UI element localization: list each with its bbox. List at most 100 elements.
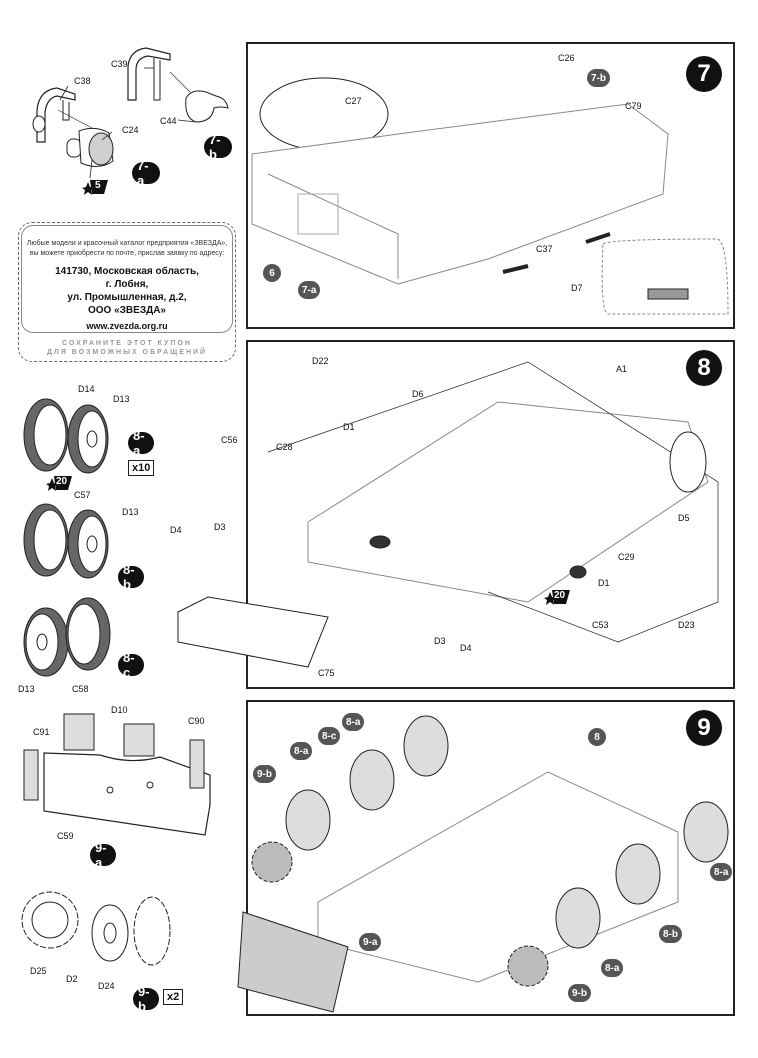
coupon-address-line-1: 141730, Московская область,: [55, 266, 199, 277]
quantity-8a: x10: [128, 460, 155, 476]
label-d13-8b: D13: [122, 507, 139, 517]
substep-badge-8a: 8-a: [128, 428, 154, 458]
label-c57: C57: [74, 490, 91, 500]
label-c27: C27: [345, 96, 362, 106]
coupon-intro-line-1: Любые модели и красочный каталог предпри…: [26, 240, 228, 247]
part-c44-drawing: [185, 90, 229, 123]
coupon-website[interactable]: www.zvezda.org.ru: [86, 321, 168, 331]
label-c37: C37: [536, 244, 553, 254]
paint-star-icon: [46, 476, 72, 491]
ref-badge-7b: 7-b: [587, 69, 610, 87]
step-8-panel: 8 D22 D6 A1 C28 D1 C56 D4 D3 D5 C29 D1 D…: [170, 340, 735, 689]
label-d23: D23: [678, 620, 695, 630]
label-c53: C53: [592, 620, 609, 630]
quantity-9b: x2: [163, 989, 184, 1005]
coupon-address-line-3: ул. Промышленная, д.2,: [67, 292, 187, 303]
paint-star-icon: [544, 590, 570, 605]
label-d14: D14: [78, 384, 95, 394]
label-c39: C39: [111, 59, 128, 69]
substep-badge-8b: 8-b: [118, 562, 144, 592]
ref-badge-6: 6: [263, 264, 281, 282]
label-c56: C56: [221, 435, 238, 445]
label-d3-left: D3: [214, 522, 226, 532]
label-c29: C29: [618, 552, 635, 562]
label-d13-8a: D13: [113, 394, 130, 404]
step-number-8: 8: [686, 350, 722, 386]
label-d4-left: D4: [170, 525, 182, 535]
coupon-address-box: Любые модели и красочный каталог предпри…: [21, 225, 233, 333]
ref-badge-8a-1: 8-a: [342, 713, 365, 731]
paint-star-icon: [82, 180, 108, 195]
coupon-address-line-4: ООО «ЗВЕЗДА»: [87, 305, 166, 316]
step-9-panel: 9 8-a 8-c 8-a 9-b 8 9-a 8-a 8-b 8-a 9-b: [237, 700, 735, 1016]
substep-badge-8c: 8-c: [118, 650, 144, 680]
leader-lines-7a: [57, 67, 197, 179]
coupon-save-note: СОХРАНИТЕ ЭТОТ КУПОН ДЛЯ ВОЗМОЖНЫХ ОБРАЩ…: [19, 339, 235, 357]
label-d24: D24: [98, 981, 115, 991]
wheel-pair-8a: [23, 398, 109, 474]
ref-badge-8a-3: 8-a: [710, 863, 733, 881]
label-c75: C75: [318, 668, 335, 678]
ref-badge-7a: 7-a: [298, 281, 321, 299]
substep-badge-7a: 7-a: [132, 158, 160, 188]
part-c91-c90: [23, 739, 205, 801]
ref-badge-8: 8: [588, 728, 606, 746]
chassis-drawing: [177, 361, 719, 668]
label-c28: C28: [276, 442, 293, 452]
label-c38: C38: [74, 76, 91, 86]
substep-badge-9b: 9-b: [133, 984, 159, 1014]
label-d13-8c: D13: [18, 684, 35, 694]
ref-badge-8a-4: 8-a: [601, 959, 624, 977]
label-d2: D2: [66, 974, 78, 984]
label-c26: C26: [558, 53, 575, 63]
label-d22: D22: [312, 356, 329, 366]
substep-badge-9a: 9-a: [90, 840, 116, 870]
wheel-pair-8c: [23, 597, 111, 677]
coupon-address-line-2: г. Лобня,: [105, 279, 149, 290]
coupon-intro: Любые модели и красочный каталог предпри…: [22, 239, 232, 259]
part-d10-track-links: [63, 713, 155, 757]
label-c90: C90: [188, 716, 205, 726]
coupon-save-line-1: СОХРАНИТЕ ЭТОТ КУПОН: [62, 340, 192, 347]
label-c58: C58: [72, 684, 89, 694]
coupon-save-line-2: ДЛЯ ВОЗМОЖНЫХ ОБРАЩЕНИЙ: [46, 349, 208, 356]
part-c59-plate: [43, 752, 211, 836]
label-c24: C24: [122, 125, 139, 135]
step-number-7: 7: [686, 56, 722, 92]
paint-code-8a: 20: [56, 476, 68, 487]
ref-badge-8a-2: 8-a: [290, 742, 313, 760]
label-a1: A1: [616, 364, 628, 374]
sprocket-assembly-9b: [21, 891, 171, 966]
label-d1-top: D1: [343, 422, 355, 432]
wheel-pair-8b: [23, 503, 109, 579]
label-c91: C91: [33, 727, 50, 737]
label-d10: D10: [111, 705, 128, 715]
ref-badge-8c: 8-c: [318, 727, 341, 745]
chassis-wheels-drawing: [237, 715, 729, 1013]
mail-order-coupon: Любые модели и красочный каталог предпри…: [18, 222, 236, 362]
ref-badge-8b: 8-b: [659, 925, 682, 943]
coupon-intro-line-2: вы можете приобрести по почте, прислав з…: [29, 250, 225, 257]
label-c59: C59: [57, 831, 74, 841]
label-c44: C44: [160, 116, 177, 126]
paint-code-7a: 5: [95, 180, 101, 191]
label-d3-bottom: D3: [434, 636, 446, 646]
part-c38-drawing: [32, 87, 76, 143]
label-d7: D7: [571, 283, 583, 293]
coupon-address: 141730, Московская область, г. Лобня, ул…: [22, 265, 232, 317]
part-c39-drawing: [127, 47, 171, 101]
ref-badge-9b-1: 9-b: [253, 765, 276, 783]
label-d25: D25: [30, 966, 47, 976]
hull-top-drawing: [251, 77, 729, 315]
label-d4-bottom: D4: [460, 643, 472, 653]
ref-badge-9b-2: 9-b: [568, 984, 591, 1002]
label-d1-bottom: D1: [598, 578, 610, 588]
step-number-9: 9: [686, 710, 722, 746]
label-d6: D6: [412, 389, 424, 399]
substep-badge-7b: 7-b: [204, 132, 232, 162]
label-d5: D5: [678, 513, 690, 523]
paint-code-step8: 20: [554, 590, 566, 601]
ref-badge-9a: 9-a: [359, 933, 382, 951]
label-c79: C79: [625, 101, 642, 111]
step-7-panel: 7 C27 C26 C79 C37 D7 7-b 6 7-a: [246, 42, 735, 329]
